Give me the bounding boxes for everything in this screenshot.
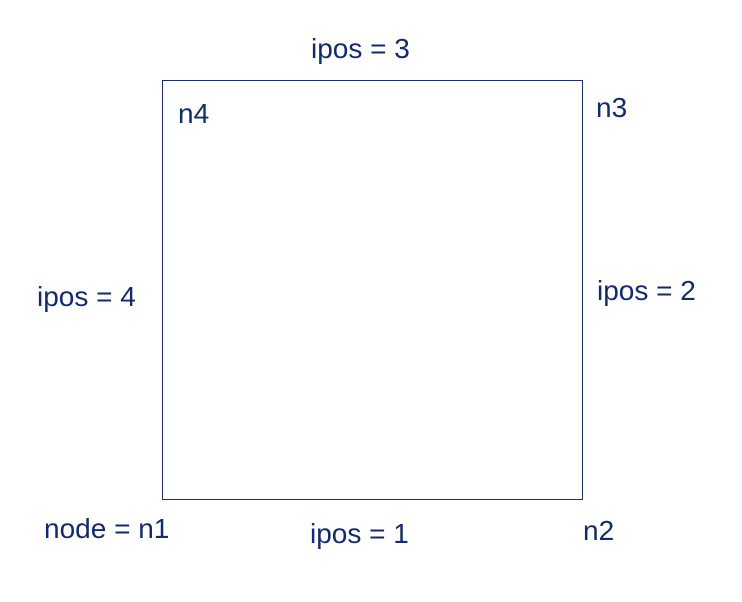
edge-label-bottom: ipos = 1 [310,518,409,549]
node-label-bottom-left: node = n1 [44,513,170,544]
edge-label-right: ipos = 2 [597,275,696,306]
node-label-top-left: n4 [178,98,210,129]
element-square [162,80,583,500]
node-label-bottom-right: n2 [583,515,615,546]
edge-label-left: ipos = 4 [37,281,136,312]
edge-label-top: ipos = 3 [311,33,410,64]
node-label-top-right: n3 [596,92,628,123]
